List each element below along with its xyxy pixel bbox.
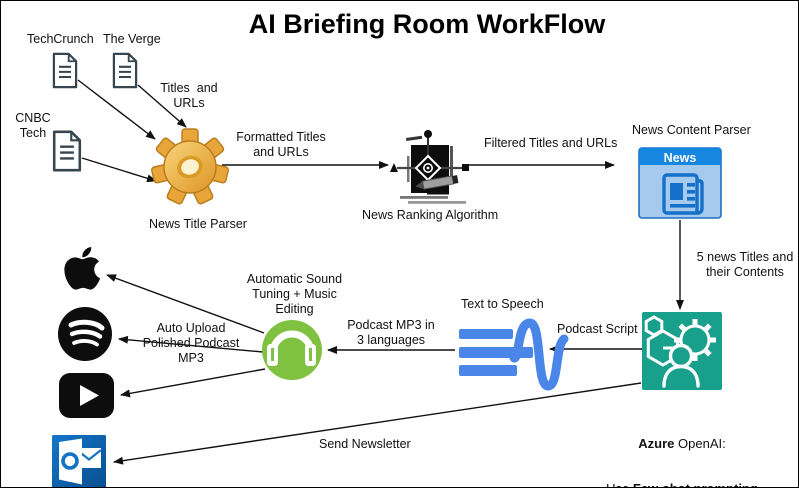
news-badge: News bbox=[664, 151, 697, 165]
headphones-icon bbox=[262, 320, 322, 380]
apple-icon bbox=[64, 247, 101, 290]
cnbc-label: CNBC Tech bbox=[15, 111, 51, 140]
edges bbox=[77, 79, 684, 465]
techcrunch-label: TechCrunch bbox=[27, 32, 94, 46]
news-ranking-label: News Ranking Algorithm bbox=[362, 208, 499, 222]
sound-tuning-label: Automatic Sound Tuning + Music Editing bbox=[246, 272, 343, 316]
edge-theverge-to-parser bbox=[137, 84, 187, 128]
edge-label-five-news: 5 news Titles and their Contents bbox=[696, 250, 794, 279]
cnbc-document-icon bbox=[52, 130, 82, 172]
news-content-parser-label: News Content Parser bbox=[632, 123, 751, 137]
edge-label-podcast-script: Podcast Script bbox=[557, 322, 638, 336]
text-waveform-icon bbox=[459, 318, 569, 391]
edge-tuning-to-spotify bbox=[118, 335, 264, 353]
news-title-parser-label: News Title Parser bbox=[149, 217, 247, 231]
azure-caption-line1: Azure OpenAI: bbox=[638, 436, 726, 451]
news-app-icon: News bbox=[638, 147, 722, 219]
edge-label-filtered-titles: Filtered Titles and URLs bbox=[484, 136, 618, 150]
edge-tuning-to-youtube bbox=[120, 368, 266, 398]
page-title: AI Briefing Room WorkFlow bbox=[248, 9, 606, 39]
edge-label-formatted-titles: Formatted Titles and URLs bbox=[236, 130, 326, 159]
text-to-speech-label: Text to Speech bbox=[461, 297, 544, 311]
edge-azure-to-outlook bbox=[113, 382, 642, 465]
techcrunch-document-icon bbox=[52, 52, 78, 89]
ranking-algorithm-icon bbox=[390, 130, 469, 204]
edge-techcrunch-to-parser bbox=[77, 79, 156, 140]
youtube-icon bbox=[59, 373, 114, 418]
azure-caption: Azure OpenAI: Use Few-shot prompting to … bbox=[598, 406, 766, 487]
outlook-icon bbox=[52, 435, 106, 487]
azure-openai-icon bbox=[642, 312, 722, 390]
edge-label-podcast-mp3: Podcast MP3 in 3 languages bbox=[347, 318, 435, 347]
edge-label-titles-urls: Titles and URLs bbox=[160, 81, 218, 110]
edge-cnbc-to-parser bbox=[81, 157, 157, 183]
theverge-label: The Verge bbox=[103, 32, 161, 46]
gear-icon bbox=[151, 128, 229, 205]
edge-tuning-to-apple bbox=[106, 274, 265, 334]
theverge-document-icon bbox=[112, 52, 138, 89]
edge-label-send-newsletter: Send Newsletter bbox=[319, 437, 411, 451]
edge-label-auto-upload: Auto Upload Polished Podcast MP3 bbox=[142, 321, 240, 365]
azure-caption-line2: Use Few-shot prompting bbox=[598, 481, 766, 487]
spotify-icon bbox=[58, 307, 112, 361]
